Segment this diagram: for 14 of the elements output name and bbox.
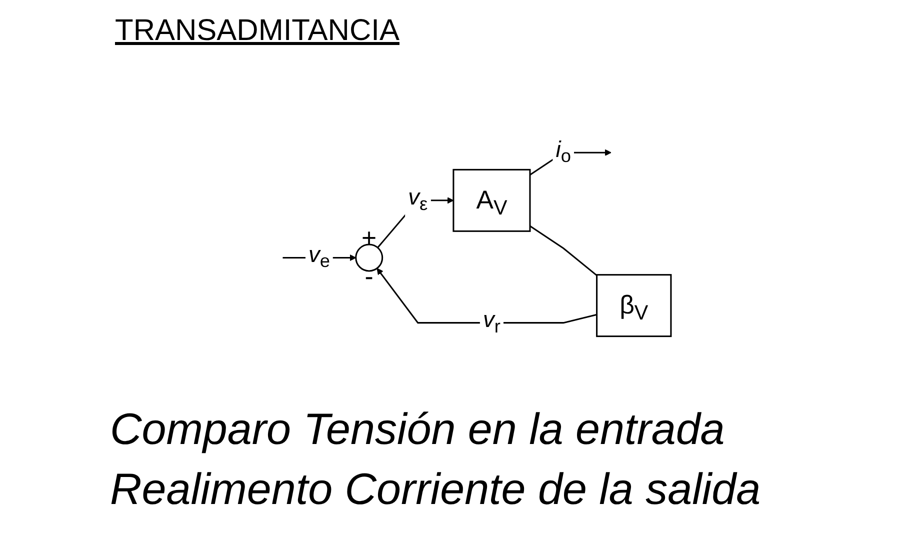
edge-label: v$_{r}$ (483, 307, 501, 337)
edge-label: i$_{o}$ (556, 137, 572, 167)
node-label: - (365, 262, 374, 292)
edge-label: v$_{e}$ (309, 242, 331, 272)
connector (530, 225, 598, 276)
diagram-title: TRANSADMITANCIA (115, 14, 400, 48)
note-text: Comparo Tensión en la entrada (110, 404, 725, 456)
note-text: Realimento Corriente de la salida (110, 464, 761, 516)
node-circle (356, 244, 384, 272)
node-label: + (362, 224, 378, 252)
node-box: β$_{V}$ (596, 274, 672, 338)
node-box: A$_{V}$ (453, 168, 532, 232)
edge-label: v$_{ε}$ (408, 184, 428, 214)
arrow (377, 268, 598, 324)
